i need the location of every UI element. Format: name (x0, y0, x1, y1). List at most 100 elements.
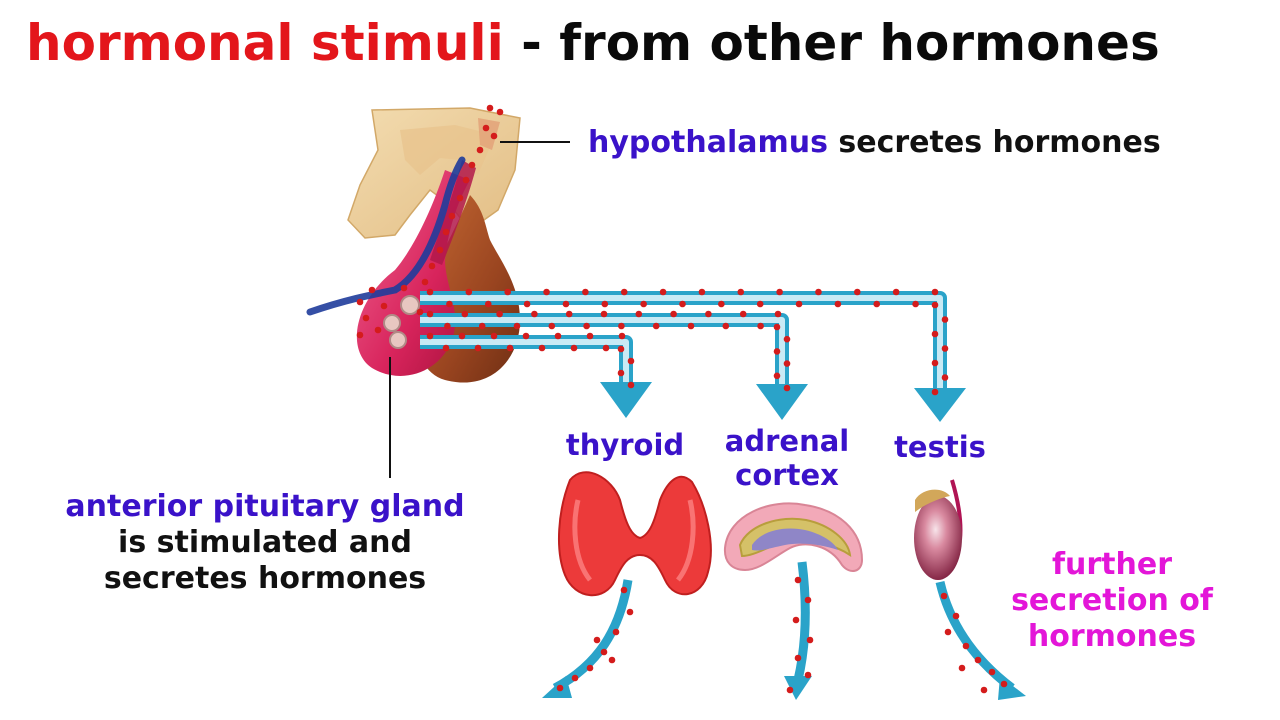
hormone-particle (570, 344, 578, 352)
hormone-particle (804, 671, 812, 679)
hormone-particle (773, 348, 781, 355)
hormone-particle (794, 576, 802, 584)
hormone-particle (670, 310, 677, 318)
hypothalamus-description: secretes hormones (827, 125, 1161, 160)
hormone-particle (931, 288, 939, 296)
hormone-particle (428, 262, 436, 270)
hormone-particle (490, 332, 498, 340)
title-rest: - from other hormones (503, 14, 1160, 72)
hormone-particle (892, 288, 900, 296)
hormone-particle (571, 674, 579, 682)
hormone-particle (873, 300, 881, 308)
hormone-particle (687, 322, 695, 330)
hormone-particle (476, 146, 484, 154)
hormone-particle (980, 686, 988, 694)
hormone-particle (456, 194, 464, 202)
hormone-particle (362, 314, 370, 322)
hormone-particle (618, 332, 626, 340)
further-secretion-label: further secretion of hormones (1000, 547, 1224, 655)
hormone-particle (635, 310, 643, 318)
adrenal-line-2: cortex (735, 458, 839, 492)
hormone-particle (806, 636, 814, 644)
hormone-particle (722, 322, 730, 330)
hormone-particle (600, 648, 608, 656)
hormone-particle (446, 300, 453, 308)
further-line-3: hormones (1027, 619, 1197, 654)
hormone-particle (448, 212, 456, 220)
hormone-particle (627, 381, 635, 389)
further-secretion-arrows (542, 561, 1026, 700)
pituitary-label: anterior pituitary gland is stimulated a… (40, 489, 490, 597)
hormone-particle (436, 246, 444, 254)
hormone-particle (941, 374, 949, 381)
hormone-particle (620, 586, 628, 594)
hormone-particle (531, 310, 538, 318)
hormone-particle (931, 301, 939, 309)
hormone-particle (679, 300, 686, 308)
hormone-particle (490, 132, 498, 140)
hormone-particle (773, 323, 781, 331)
hormone-particle (602, 344, 610, 352)
hormone-particle (815, 288, 822, 296)
hormone-particle (565, 310, 573, 318)
hormone-particle (461, 310, 469, 318)
hormone-particle (478, 322, 486, 330)
hormone-particle (912, 300, 919, 308)
adrenal-cortex-illustration (723, 502, 864, 572)
hormone-particle (705, 310, 712, 318)
hormone-particle (593, 636, 601, 644)
hormone-particle (374, 326, 382, 334)
hormone-particle (612, 628, 620, 636)
hormone-particle (601, 300, 609, 308)
hormone-particle (582, 288, 589, 296)
hormone-particle (783, 335, 791, 343)
hormone-particle (484, 300, 492, 308)
hormone-particle (513, 322, 521, 330)
hormone-particle (974, 656, 982, 664)
hormone-particle (496, 108, 504, 116)
further-line-1: further (1051, 547, 1173, 582)
hormone-particle (496, 310, 503, 318)
hormone-particle (506, 344, 514, 352)
hormone-particle (586, 664, 594, 672)
hormone-particle (458, 332, 466, 340)
hormone-particle (462, 176, 470, 184)
hormone-particle (426, 288, 434, 296)
hormone-particle (626, 608, 634, 616)
hormone-particle (617, 369, 625, 377)
testis-label: testis (894, 430, 986, 464)
thyroid-label: thyroid (565, 428, 685, 462)
hormone-particle (608, 656, 616, 664)
hormone-particle (931, 330, 939, 338)
hormone-particle (776, 288, 783, 296)
pituitary-line-2: is stimulated and (118, 525, 412, 560)
hormone-particle (421, 278, 429, 286)
hormone-particle (482, 124, 490, 132)
hormone-particle (600, 310, 608, 318)
adrenal-line-1: adrenal (724, 424, 850, 458)
hormone-particle (442, 344, 450, 352)
hormone-particle (442, 228, 450, 236)
hormone-particle (931, 359, 939, 367)
hormone-particle (652, 322, 660, 330)
hormone-particle (504, 288, 511, 296)
hormone-particle (804, 596, 812, 604)
hypothalamus-label: hypothalamus secretes hormones (588, 125, 1161, 161)
pituitary-line-3: secretes hormones (103, 561, 427, 596)
hormone-particle (952, 612, 960, 620)
hormone-particle (583, 322, 590, 330)
hormone-particle (356, 298, 364, 306)
hormone-particle (543, 288, 550, 296)
hormone-particle (640, 300, 647, 308)
adrenal-cortex-label: adrenal cortex (712, 424, 862, 492)
hormone-particle (538, 344, 546, 352)
hormone-particles (356, 104, 1008, 694)
hormone-particle (962, 642, 970, 650)
hormone-particle (380, 302, 388, 310)
hormone-particle (773, 372, 781, 380)
hormone-particle (786, 686, 794, 694)
hormone-particle (620, 288, 628, 296)
hormone-particle (400, 284, 408, 292)
hormone-particle (794, 654, 802, 662)
